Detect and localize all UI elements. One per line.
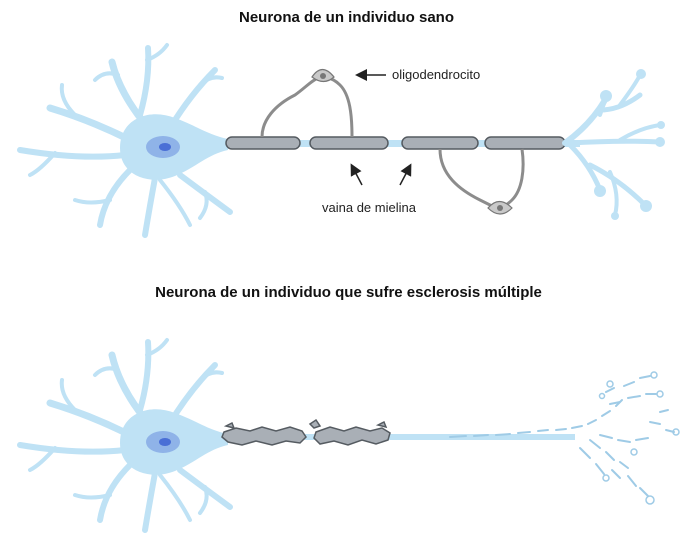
oligodendrocyte-bottom [440, 149, 523, 214]
ms-nucleolus [159, 438, 171, 446]
ms-neuron [20, 340, 679, 530]
healthy-nucleolus [159, 143, 171, 151]
myelin-segment [485, 137, 565, 149]
healthy-neuron [20, 45, 665, 235]
oligodendrocyte-top [262, 70, 352, 138]
myelin-segment [226, 137, 300, 149]
myelin-arrow-left [352, 166, 362, 185]
myelin-segment [310, 137, 388, 149]
myelin-segment [402, 137, 478, 149]
myelin-arrow-right [400, 166, 410, 185]
damaged-myelin [222, 420, 390, 445]
